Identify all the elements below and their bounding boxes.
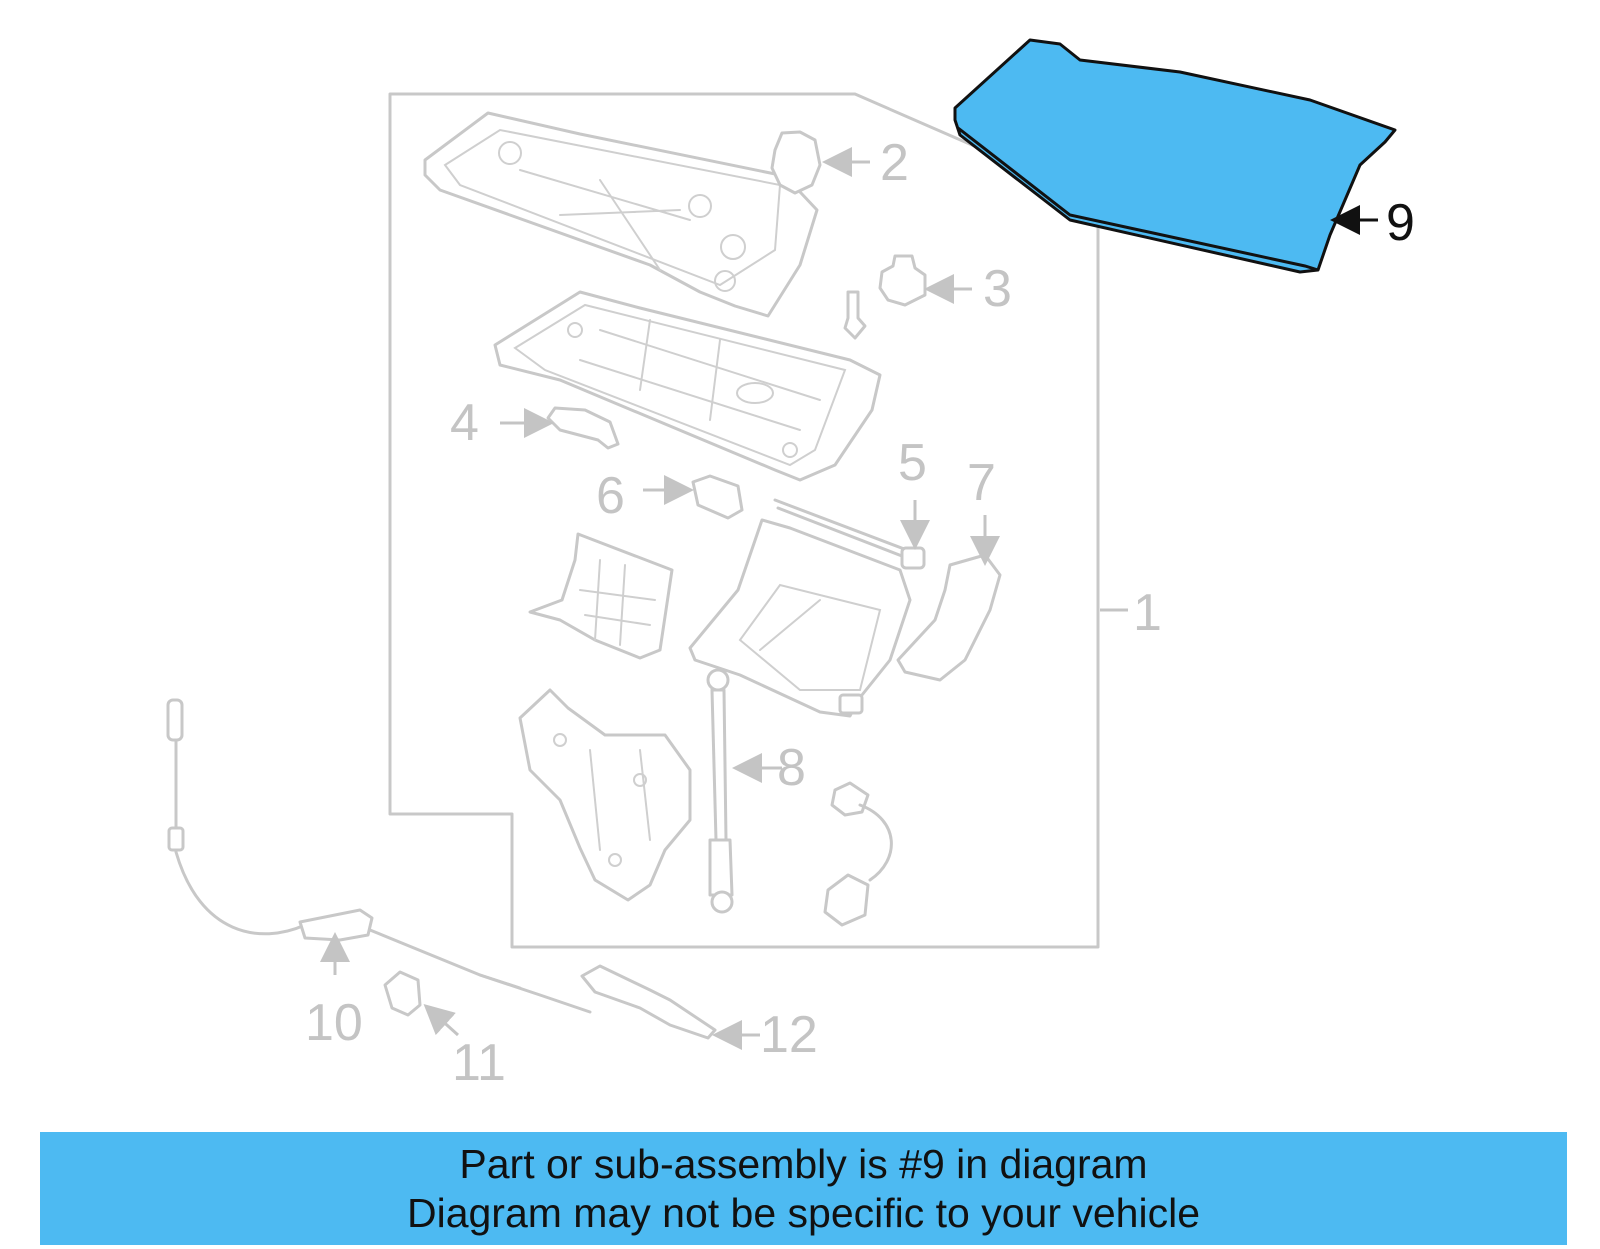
part-5-rod (773, 498, 926, 570)
callout-6: 6 (596, 467, 625, 525)
middle-panel (493, 290, 882, 482)
part-4-bracket (546, 406, 620, 450)
part-8-strut (706, 668, 734, 914)
callout-11: 11 (452, 1034, 506, 1092)
banner-line-2: Diagram may not be specific to your vehi… (406, 1189, 1200, 1236)
left-bracket (528, 532, 674, 660)
banner-line-1: Part or sub-assembly is #9 in diagram (459, 1140, 1148, 1187)
part-12-bracket (580, 964, 717, 1040)
callout-1: 1 (1133, 584, 1162, 642)
part-10-cable (166, 698, 592, 1014)
callout-4: 4 (450, 394, 479, 452)
callout-8: 8 (777, 739, 806, 797)
part-3-grommet (843, 254, 927, 340)
callout-2: 2 (880, 134, 909, 192)
sensor-harness (823, 781, 893, 927)
upper-panel (423, 111, 819, 318)
lower-latch-bracket (518, 688, 692, 902)
assembly-outline (388, 92, 1100, 949)
part-7-cover (896, 553, 1002, 682)
part-6-clip (691, 474, 744, 520)
callout-5: 5 (898, 434, 927, 492)
callout-7: 7 (967, 454, 996, 512)
callout-9[interactable]: 9 (1386, 194, 1415, 252)
callout-10: 10 (305, 994, 363, 1052)
latch-panel (688, 518, 912, 718)
callout-12: 12 (760, 1006, 818, 1064)
callout-3: 3 (983, 260, 1012, 318)
part-9-highlight[interactable] (953, 38, 1397, 274)
callout-arrows (320, 147, 1378, 1050)
part-2-clip (770, 130, 822, 195)
info-banner: Part or sub-assembly is #9 in diagram Di… (40, 1132, 1567, 1245)
part-11-clip (383, 970, 422, 1017)
